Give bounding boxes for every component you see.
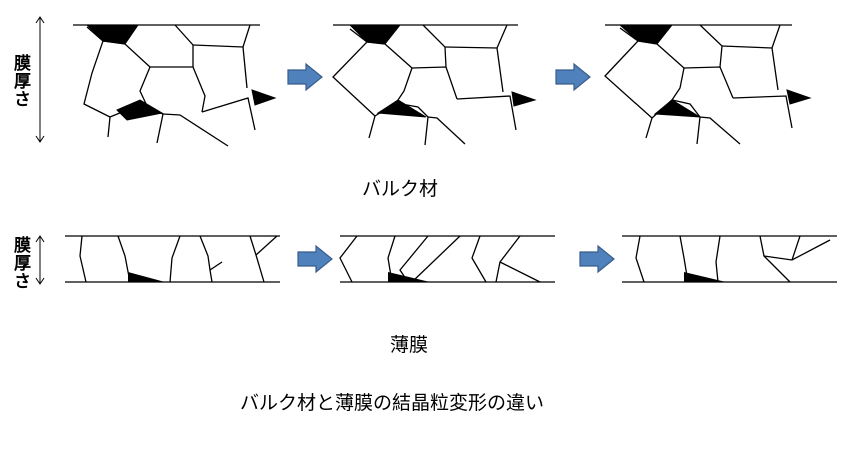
process-arrows — [287, 62, 615, 274]
film-grains-deforming — [339, 235, 555, 283]
thickness-label-film: 膜厚さ — [10, 236, 30, 290]
bulk-caption: バルク材 — [362, 178, 439, 200]
thickness-label-bulk: 膜厚さ — [10, 54, 30, 108]
thickness-arrow-film — [35, 235, 45, 285]
block-arrow-1 — [287, 62, 323, 92]
film-grains-deformed — [622, 235, 837, 283]
block-arrow-3 — [297, 244, 333, 274]
bulk-grains-deforming — [332, 24, 537, 146]
bulk-grains-initial — [73, 24, 277, 147]
thickness-arrow-bulk — [35, 16, 45, 143]
film-grains-initial — [65, 235, 280, 283]
film-caption: 薄膜 — [390, 334, 429, 356]
figure-caption: バルク材と薄膜の結晶粒変形の違い — [240, 392, 545, 414]
block-arrow-2 — [555, 62, 591, 92]
bulk-grains-deformed — [604, 24, 812, 145]
block-arrow-4 — [579, 244, 615, 274]
film-dark-grain — [128, 272, 165, 282]
